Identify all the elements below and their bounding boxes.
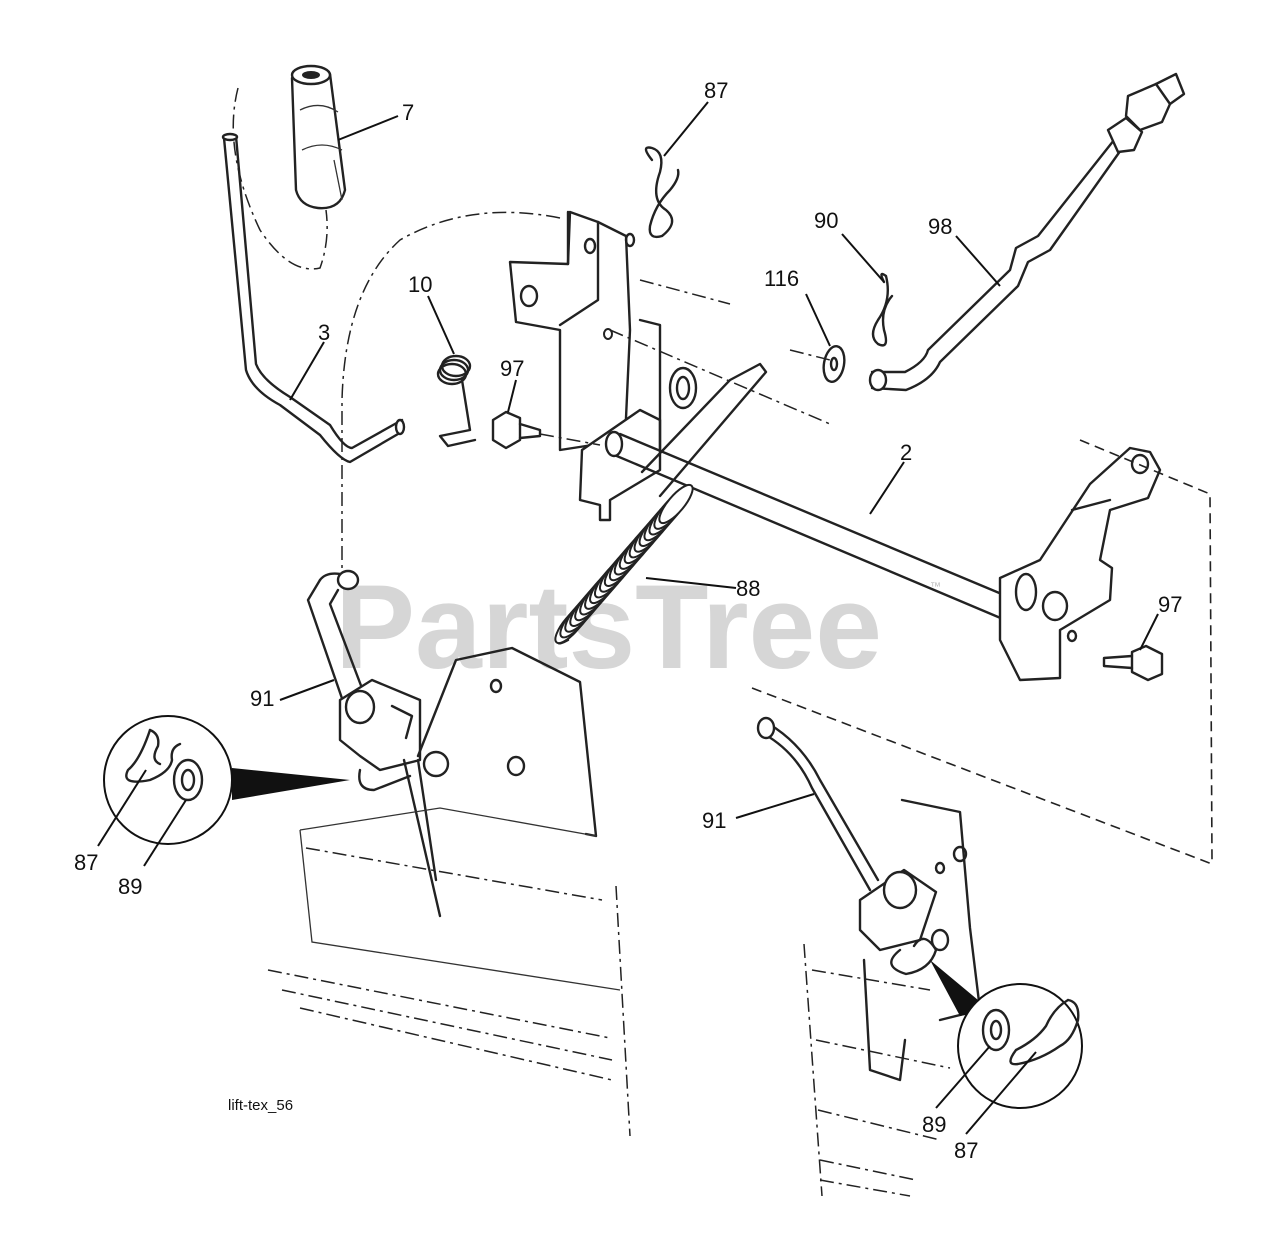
part-97-left-bolt[interactable] [491, 410, 542, 450]
callout-97-left[interactable]: 97 [500, 356, 524, 381]
part-98-adjustment-rod[interactable] [868, 72, 1186, 392]
callout-2[interactable]: 2 [900, 440, 912, 465]
right-mower-deck[interactable] [803, 943, 951, 1197]
callout-87-right[interactable]: 87 [954, 1138, 978, 1163]
callout-88[interactable]: 88 [736, 576, 760, 601]
callout-7[interactable]: 7 [402, 100, 414, 125]
callout-89-left[interactable]: 89 [118, 874, 142, 899]
callout-3[interactable]: 3 [318, 320, 330, 345]
part-10-torsion-spring[interactable] [436, 354, 477, 448]
part-89-left-washer[interactable] [172, 758, 204, 802]
callout-116[interactable]: 116 [764, 266, 799, 291]
callout-10[interactable]: 10 [408, 272, 432, 297]
part-91-left-lift-link[interactable] [306, 569, 370, 712]
part-87-right-hairpin-clip[interactable] [1009, 998, 1080, 1066]
part-116-washer[interactable] [821, 344, 847, 384]
callout-97-right[interactable]: 97 [1158, 592, 1182, 617]
callout-90[interactable]: 90 [814, 208, 838, 233]
right-deck-linkage[interactable] [858, 868, 950, 976]
right-lift-arm[interactable] [998, 446, 1162, 682]
part-87-top-hairpin-clip[interactable] [644, 146, 680, 239]
left-deck-linkage[interactable] [338, 678, 450, 792]
diagram-id: lift-tex_56 [228, 1097, 293, 1114]
callout-87-left[interactable]: 87 [74, 850, 98, 875]
part-7-handle-grip[interactable] [290, 64, 347, 210]
part-97-right-bolt[interactable] [1102, 644, 1164, 682]
lift-bracket-assembly[interactable] [508, 210, 698, 522]
callout-98[interactable]: 98 [928, 214, 952, 239]
part-87-left-hairpin-clip[interactable] [125, 728, 182, 783]
part-2-lift-shaft[interactable] [604, 430, 1018, 624]
left-detail-callout [103, 715, 350, 845]
callout-87-top[interactable]: 87 [704, 78, 728, 103]
callout-91-right[interactable]: 91 [702, 808, 726, 833]
callout-91-left[interactable]: 91 [250, 686, 274, 711]
left-mower-deck[interactable] [267, 807, 631, 1137]
leader-lines [97, 101, 1159, 1135]
callout-labels: 7 87 10 3 97 90 98 116 2 88 97 91 87 89 … [74, 78, 1182, 1163]
trademark-symbol: ™ [930, 581, 941, 593]
part-89-right-washer[interactable] [981, 1008, 1011, 1052]
part-91-right-lift-link[interactable] [756, 716, 880, 892]
part-88-extension-spring[interactable] [550, 362, 768, 648]
part-90-hairpin-clip[interactable] [871, 272, 894, 347]
callout-89-right[interactable]: 89 [922, 1112, 946, 1137]
part-3-lift-handle[interactable] [221, 132, 406, 464]
spring-coil [658, 483, 694, 525]
